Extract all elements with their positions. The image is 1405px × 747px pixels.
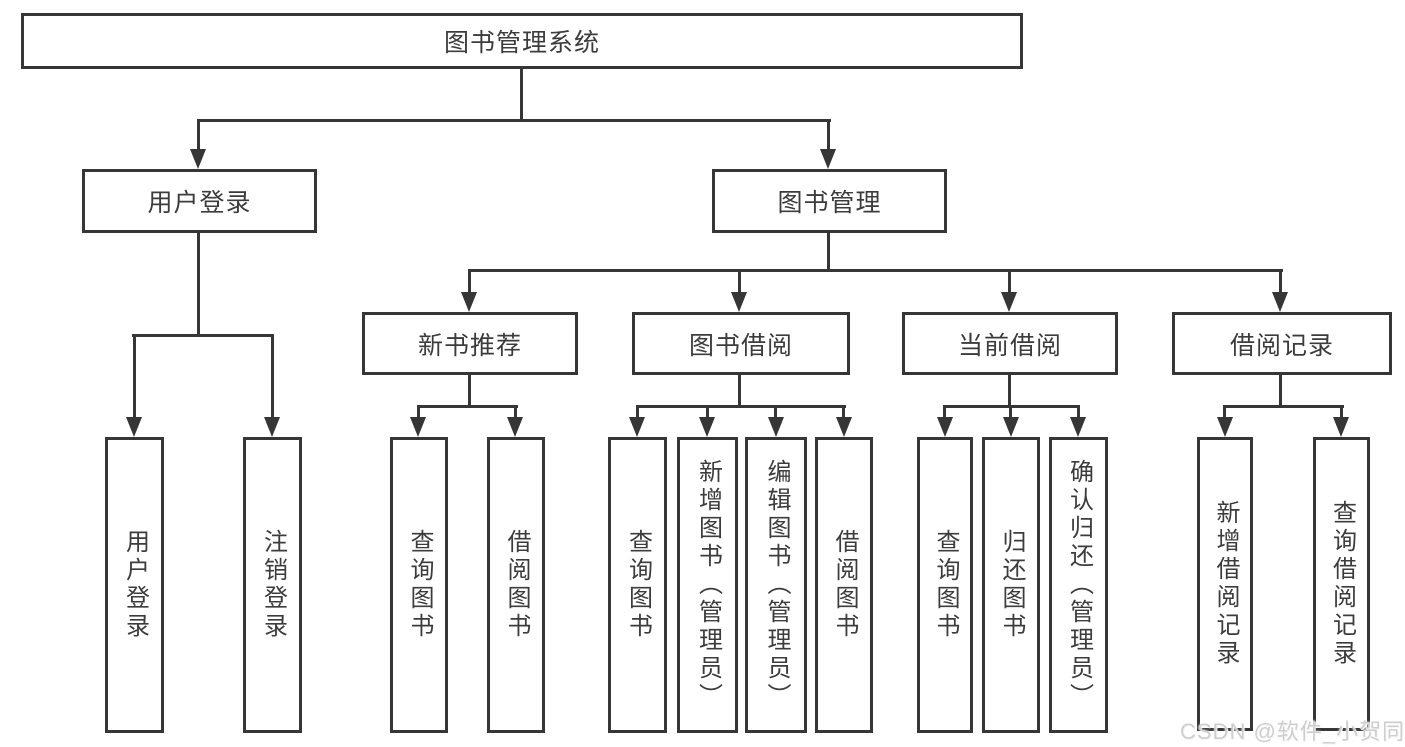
connector-bb-stem [738, 375, 741, 408]
connector-drop-cb-confirm [1077, 405, 1080, 419]
node-label: 用户登录 [121, 529, 149, 641]
node-leaf-br-add-record: 新增借阅记录 [1197, 437, 1253, 731]
arrowhead-user-login-leaf [126, 417, 142, 437]
node-book-borrowing: 图书借阅 [632, 312, 850, 375]
connector-br-stem [1279, 375, 1282, 408]
node-label: 查询借阅记录 [1328, 500, 1356, 668]
connector-drop-logout [271, 334, 274, 419]
connector-root-stem [520, 68, 523, 121]
connector-drop-bb-borrow [842, 405, 845, 419]
node-label: 编辑图书（管理员） [763, 459, 790, 711]
node-label: 图书管理系统 [443, 29, 600, 57]
arrowhead-bb-add [699, 417, 715, 437]
node-leaf-user-login: 用户登录 [105, 437, 164, 733]
connector-drop-bb-edit [774, 405, 777, 419]
node-label: 图书借阅 [688, 331, 793, 360]
node-leaf-bb-borrow-books: 借阅图书 [815, 437, 873, 733]
connector-drop-nb-borrow [514, 405, 517, 419]
arrowhead-book-borrowing [731, 292, 747, 312]
connector-drop-book-management [827, 119, 830, 152]
csdn-watermark: CSDN @软件_小贺同学 [1180, 719, 1405, 744]
node-root-library-management-system: 图书管理系统 [21, 13, 1023, 69]
connector-book-management-stem [827, 233, 830, 272]
connector-drop-user-login [197, 119, 200, 152]
arrowhead-current-borrowing [1001, 292, 1017, 312]
arrowhead-logout [264, 417, 280, 437]
node-borrowing-records: 借阅记录 [1172, 312, 1392, 375]
connector-drop-br-query [1340, 405, 1343, 419]
node-leaf-br-query-record: 查询借阅记录 [1313, 437, 1370, 731]
node-label: 新增借阅记录 [1212, 500, 1239, 668]
arrowhead-book-management [820, 149, 836, 169]
node-label: 注销登录 [259, 529, 287, 641]
node-label: 查询图书 [624, 529, 652, 641]
connector-drop-cb-return [1009, 405, 1012, 419]
connector-cb-stem [1008, 375, 1011, 408]
connector-nbr-rail [417, 405, 518, 408]
node-leaf-logout: 注销登录 [243, 437, 302, 733]
node-label: 新书推荐 [417, 331, 522, 360]
node-leaf-nb-query-books: 查询图书 [390, 437, 448, 733]
node-label: 借阅图书 [503, 529, 530, 641]
node-leaf-bb-add-books: 新增图书（管理员） [677, 437, 738, 733]
node-leaf-cb-return-books: 归还图书 [982, 437, 1040, 733]
arrowhead-bb-query [629, 417, 645, 437]
connector-drop-new-book-recommend [468, 269, 471, 295]
node-leaf-bb-query-books: 查询图书 [608, 437, 667, 733]
node-label: 查询图书 [932, 529, 959, 641]
connector-drop-cb-query [943, 405, 946, 419]
node-current-borrowing: 当前借阅 [902, 312, 1118, 375]
connector-user-login-stem [197, 233, 200, 337]
node-leaf-cb-confirm-return: 确认归还（管理员） [1049, 437, 1108, 733]
node-user-login: 用户登录 [82, 169, 317, 233]
node-leaf-cb-query-books: 查询图书 [917, 437, 973, 733]
connector-nbr-stem [468, 375, 471, 408]
connector-book-management-rail [468, 269, 1283, 272]
arrowhead-new-book-recommend [461, 292, 477, 312]
arrowhead-nb-query [410, 417, 426, 437]
connector-bb-rail [636, 405, 846, 408]
arrowhead-br-add [1217, 417, 1233, 437]
connector-root-rail [197, 119, 831, 122]
node-label: 确认归还（管理员） [1065, 459, 1093, 711]
connector-drop-bb-query [636, 405, 639, 419]
node-label: 借阅图书 [831, 529, 858, 641]
node-label: 当前借阅 [957, 331, 1062, 360]
node-label: 图书管理 [777, 189, 882, 217]
connector-drop-bb-add [706, 405, 709, 419]
node-label: 查询图书 [406, 529, 433, 641]
node-leaf-nb-borrow-books: 借阅图书 [487, 437, 545, 733]
arrowhead-nb-borrow [507, 417, 523, 437]
node-label: 借阅记录 [1229, 331, 1334, 360]
arrowhead-bb-edit [768, 417, 784, 437]
node-book-management: 图书管理 [712, 169, 947, 233]
arrowhead-cb-return [1003, 417, 1019, 437]
node-label: 用户登录 [147, 189, 252, 217]
connector-drop-borrowing-records [1279, 269, 1282, 295]
node-leaf-bb-edit-books: 编辑图书（管理员） [745, 437, 807, 733]
connector-drop-current-borrowing [1008, 269, 1011, 295]
arrowhead-bb-borrow [836, 417, 852, 437]
connector-drop-nb-query [417, 405, 420, 419]
connector-drop-br-add [1223, 405, 1226, 419]
connector-drop-user-login-leaf [133, 334, 136, 419]
connector-user-login-rail [132, 334, 274, 337]
arrowhead-br-query [1333, 417, 1349, 437]
connector-drop-book-borrowing [738, 269, 741, 295]
arrowhead-cb-query [937, 417, 953, 437]
node-label: 归还图书 [998, 529, 1025, 641]
node-label: 新增图书（管理员） [694, 459, 722, 711]
arrowhead-user-login [190, 149, 206, 169]
node-new-book-recommend: 新书推荐 [362, 312, 578, 375]
arrowhead-cb-confirm [1070, 417, 1086, 437]
connector-br-rail [1224, 405, 1344, 408]
arrowhead-borrowing-records [1272, 292, 1288, 312]
